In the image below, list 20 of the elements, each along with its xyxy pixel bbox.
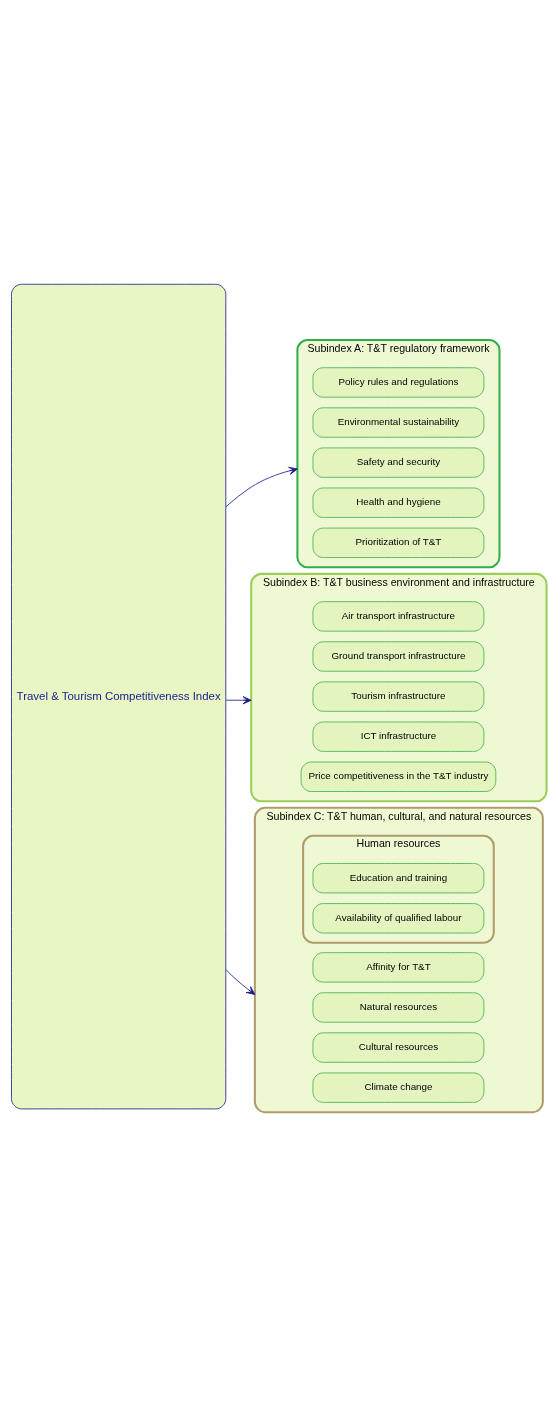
node-box: Education and training	[312, 863, 485, 894]
node-box: Policy rules and regulations	[312, 367, 485, 398]
node-box: Cultural resources	[312, 1032, 485, 1063]
node-box: ICT infrastructure	[312, 721, 485, 752]
node-box: Affinity for T&T	[312, 952, 485, 983]
node-box: Price competitiveness in the T&T industry	[300, 761, 497, 792]
node-box: Travel & Tourism Competitiveness Index	[11, 283, 227, 1110]
node-box: Climate change	[312, 1072, 485, 1103]
arrow	[225, 696, 252, 705]
node-box: Health and hygiene	[312, 487, 485, 518]
node-box: Prioritization of T&T	[312, 527, 485, 558]
node-box: Ground transport infrastructure	[312, 641, 485, 672]
node-box: Natural resources	[312, 992, 485, 1023]
node-box: Safety and security	[312, 447, 485, 478]
node-box: Environmental sustainability	[312, 407, 485, 438]
arrow	[225, 969, 256, 995]
node-box: Tourism infrastructure	[312, 681, 485, 712]
node-box: Air transport infrastructure	[312, 601, 485, 632]
arrow	[225, 466, 298, 508]
node-box: Availability of qualified labour	[312, 903, 485, 934]
